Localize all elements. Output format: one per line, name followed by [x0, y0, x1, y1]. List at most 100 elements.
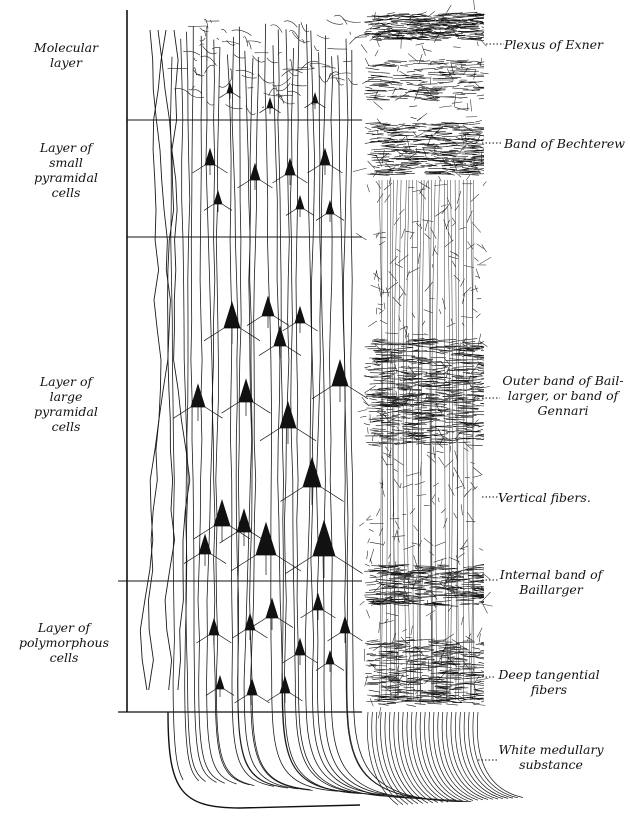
band-fiber: [459, 433, 474, 435]
vertical-fiber: [432, 180, 436, 700]
band-fiber: [464, 129, 472, 130]
fiber-stroke: [428, 11, 435, 16]
band-fiber: [441, 362, 452, 363]
fiber-stroke: [434, 185, 447, 186]
fiber-stroke: [474, 257, 479, 261]
fiber-stroke: [478, 334, 481, 346]
fiber-stroke: [392, 633, 395, 643]
plexus-fiber: [279, 95, 293, 97]
fiber-stroke: [422, 579, 423, 588]
plexus-fiber: [212, 47, 220, 49]
fiber-stroke: [394, 469, 398, 472]
fiber-stroke: [466, 636, 472, 640]
fiber-stroke: [377, 194, 383, 203]
band-fiber: [404, 414, 417, 415]
band-fiber: [442, 400, 451, 401]
basal-dendrite: [235, 695, 270, 705]
band-fiber: [366, 123, 382, 124]
plexus-fiber: [262, 107, 264, 108]
plexus-fiber: [204, 19, 208, 28]
fiber-stroke: [369, 529, 374, 532]
fiber-stroke: [376, 308, 377, 315]
band-fiber: [450, 143, 464, 144]
fiber-stroke: [476, 269, 480, 279]
fiber-stroke: [370, 698, 373, 706]
band-fiber: [456, 94, 465, 95]
band-fiber: [436, 702, 447, 703]
band-fiber: [402, 436, 413, 438]
fiber-stroke: [416, 148, 417, 153]
fiber-stroke: [464, 266, 474, 268]
band-fiber: [471, 167, 478, 168]
band-fiber: [445, 30, 457, 31]
band-fiber: [371, 642, 380, 643]
pyramidal-cell: [340, 617, 350, 633]
fiber-stroke: [365, 58, 369, 65]
band-fiber: [385, 165, 399, 167]
fiber-stroke: [472, 308, 477, 312]
band-fiber: [475, 131, 483, 132]
band-fiber: [371, 377, 390, 378]
band-fiber: [434, 157, 441, 159]
band-fiber: [424, 584, 435, 586]
fiber-stroke: [431, 500, 434, 505]
fiber-stroke: [393, 88, 397, 95]
basal-dendrite: [268, 693, 303, 703]
band-fiber: [401, 347, 413, 348]
band-fiber: [433, 421, 446, 422]
band-fiber: [442, 136, 459, 137]
basal-dendrite: [204, 328, 260, 344]
medullary-fiber: [455, 712, 498, 799]
band-fiber: [433, 368, 447, 370]
fiber-stroke: [482, 245, 487, 253]
fiber-stroke: [471, 99, 472, 111]
fiber-stroke: [368, 427, 369, 434]
band-fiber: [365, 366, 371, 368]
plexus-fiber: [290, 59, 292, 69]
plexus-fiber: [348, 78, 358, 85]
fiber-stroke: [373, 232, 385, 234]
band-fiber: [408, 128, 417, 129]
band-fiber: [389, 672, 400, 673]
band-fiber: [394, 355, 415, 356]
band-fiber: [391, 150, 400, 151]
band-fiber: [368, 77, 382, 78]
band-fiber: [429, 349, 447, 351]
fiber-stroke: [367, 185, 370, 193]
pyramidal-cell: [250, 164, 260, 180]
fiber-stroke: [386, 613, 398, 616]
fiber-stroke: [378, 283, 381, 297]
fiber-stroke: [439, 309, 441, 314]
band-fiber: [468, 165, 478, 166]
fiber-stroke: [464, 448, 469, 452]
fiber-stroke: [360, 601, 365, 605]
fiber-stroke: [378, 308, 382, 310]
label-large-pyramidal-layer: Layer of large pyramidal cells: [24, 374, 108, 434]
band-fiber: [394, 604, 409, 605]
label-molecular-layer: Molecular layer: [26, 40, 106, 70]
fiber-stroke: [470, 462, 474, 463]
fiber-stroke: [446, 5, 451, 13]
band-fiber: [370, 430, 379, 431]
fiber-stroke: [370, 542, 383, 544]
band-fiber: [415, 94, 429, 95]
fiber-stroke: [456, 486, 463, 488]
basal-dendrite: [231, 555, 301, 575]
band-fiber: [364, 93, 378, 94]
plexus-fiber: [217, 38, 219, 39]
fiber-stroke: [389, 680, 394, 684]
plexus-fiber: [194, 58, 197, 61]
plexus-fiber: [272, 77, 291, 86]
band-fiber: [419, 87, 426, 88]
band-fiber: [442, 152, 456, 153]
band-fiber: [402, 426, 416, 427]
plexus-fiber: [243, 37, 247, 47]
band-fiber: [473, 414, 485, 415]
fiber-stroke: [380, 237, 386, 238]
band-fiber: [410, 656, 428, 657]
label-small-pyramidal-layer: Layer of small pyramidal cells: [24, 140, 108, 200]
band-fiber: [474, 162, 484, 163]
band-fiber: [416, 695, 429, 696]
medullary-fiber: [411, 712, 448, 802]
plexus-fiber: [350, 32, 351, 35]
